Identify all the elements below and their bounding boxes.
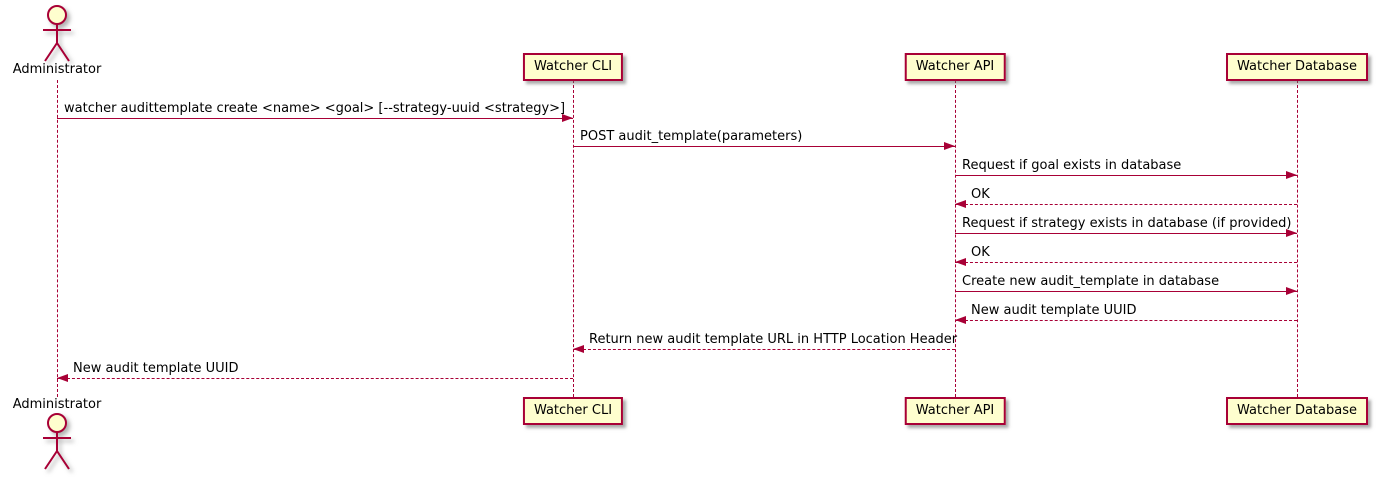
participant-box-bottom-cli: Watcher CLI [522, 397, 624, 425]
message-label: Create new audit_template in database [962, 274, 1220, 289]
participant-box-top-db: Watcher Database [1226, 53, 1368, 81]
actor-label-bottom: Administrator [12, 397, 102, 412]
message-arrow-line [57, 378, 573, 379]
message-arrowhead-icon [944, 142, 955, 150]
message-label: Request if strategy exists in database (… [962, 216, 1292, 231]
message-arrowhead-icon [573, 345, 584, 353]
message-arrowhead-icon [955, 316, 966, 324]
message-label: Request if goal exists in database [962, 158, 1182, 173]
message-arrow-line [955, 320, 1297, 321]
actor-person-icon [43, 5, 71, 62]
lifeline-admin [56, 80, 58, 397]
message-arrowhead-icon [1286, 171, 1297, 179]
lifeline-db [1296, 80, 1298, 397]
message-arrowhead-icon [955, 258, 966, 266]
message-label: New audit template UUID [73, 361, 239, 376]
message-arrow-line [57, 118, 573, 119]
message-arrow-line [955, 233, 1297, 234]
message-arrow-line [955, 175, 1297, 176]
message-label: New audit template UUID [971, 303, 1137, 318]
message-arrow-line [955, 204, 1297, 205]
message-arrow-line [573, 349, 955, 350]
lifeline-api [954, 80, 956, 397]
participant-box-top-api: Watcher API [904, 53, 1006, 81]
message-label: Return new audit template URL in HTTP Lo… [589, 332, 958, 347]
message-arrow-line [573, 146, 955, 147]
participant-box-bottom-api: Watcher API [904, 397, 1006, 425]
actor-person-icon [43, 413, 71, 470]
message-arrowhead-icon [955, 200, 966, 208]
message-arrowhead-icon [562, 114, 573, 122]
message-label: OK [971, 245, 990, 260]
participant-box-bottom-db: Watcher Database [1226, 397, 1368, 425]
participant-box-top-cli: Watcher CLI [522, 53, 624, 81]
message-arrowhead-icon [1286, 229, 1297, 237]
actor-label-top: Administrator [12, 62, 102, 77]
message-arrow-line [955, 262, 1297, 263]
message-arrowhead-icon [1286, 287, 1297, 295]
message-arrowhead-icon [57, 374, 68, 382]
message-label: watcher audittemplate create <name> <goa… [64, 101, 566, 116]
message-label: POST audit_template(parameters) [580, 129, 803, 144]
lifeline-cli [572, 80, 574, 397]
message-arrow-line [955, 291, 1297, 292]
message-label: OK [971, 187, 990, 202]
